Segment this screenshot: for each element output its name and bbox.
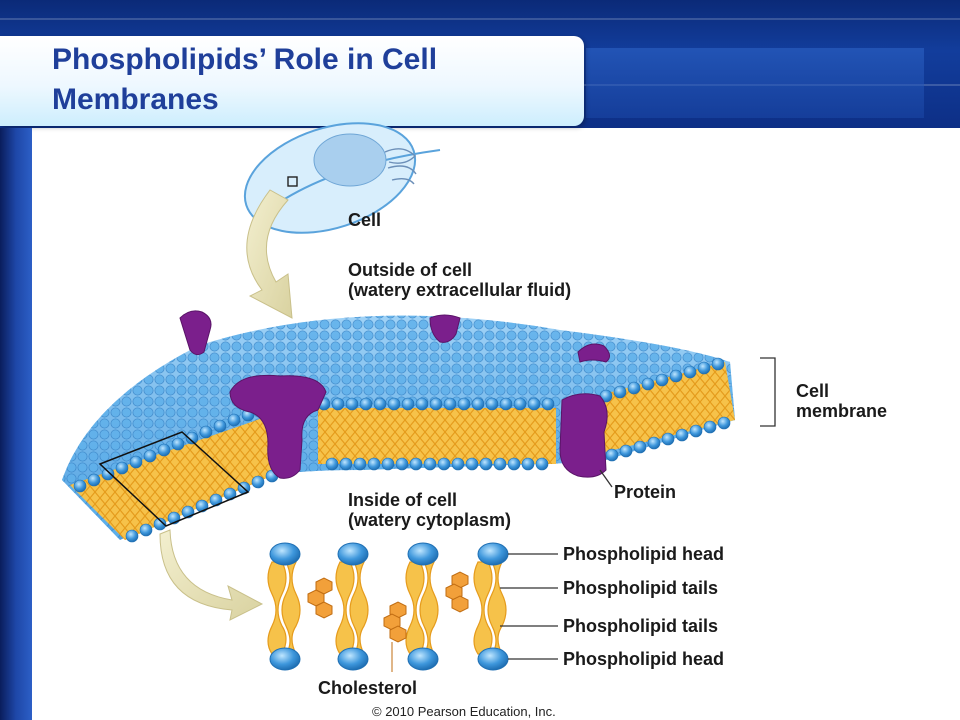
label-cell: Cell [348, 210, 381, 230]
header-right-band [586, 48, 924, 118]
label-phospholipid-tails-bottom: Phospholipid tails [563, 616, 718, 636]
label-phospholipid-head-bottom: Phospholipid head [563, 649, 724, 669]
label-protein: Protein [614, 482, 676, 502]
arrow-to-detail [159, 529, 264, 621]
label-inside-line2: (watery cytoplasm) [348, 510, 511, 530]
phospholipid-detail [267, 542, 509, 672]
label-membrane-line2: membrane [796, 401, 887, 421]
label-phospholipid-tails-top: Phospholipid tails [563, 578, 718, 598]
label-phospholipid-head-top: Phospholipid head [563, 544, 724, 564]
leader-lines [500, 357, 776, 660]
label-outside-line2: (watery extracellular fluid) [348, 280, 571, 300]
label-inside-line1: Inside of cell [348, 490, 457, 510]
label-membrane-line1: Cell [796, 381, 829, 401]
arrow-to-membrane [246, 189, 293, 319]
left-sidebar-bar [0, 128, 32, 720]
cholesterol-molecule [307, 571, 469, 672]
label-cholesterol: Cholesterol [318, 678, 417, 698]
slide-title: Phospholipids’ Role in Cell Membranes [52, 43, 438, 116]
label-outside-line1: Outside of cell [348, 260, 472, 280]
cell-membrane-illustration [62, 310, 735, 543]
copyright-notice: © 2010 Pearson Education, Inc. [372, 704, 556, 719]
title-panel [0, 36, 584, 126]
